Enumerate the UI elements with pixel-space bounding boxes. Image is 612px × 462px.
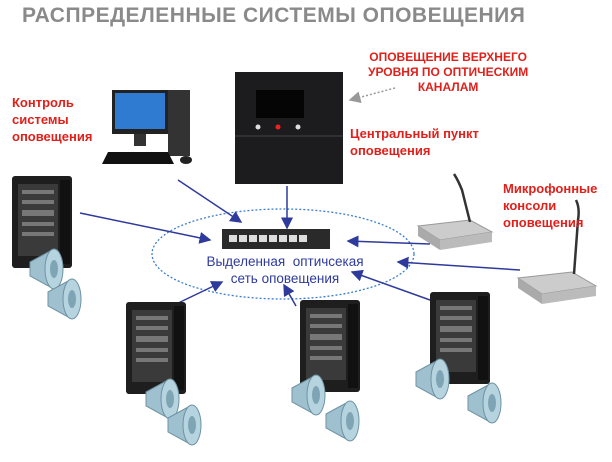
label-central: Центральный пункт оповещения xyxy=(350,125,479,159)
label-line: Центральный пункт xyxy=(350,126,479,141)
microphone-console-2 xyxy=(516,199,598,304)
label-line: оповещения xyxy=(350,143,431,158)
network-switch xyxy=(222,229,330,249)
label-line: консоли xyxy=(503,198,557,213)
label-line: Контроль xyxy=(12,95,74,110)
label-microphones: Микрофонные консоли оповещения xyxy=(503,180,597,231)
cabinet-left xyxy=(12,176,82,320)
computer xyxy=(102,90,192,164)
label-line: системы xyxy=(12,112,69,127)
label-line: оповещения xyxy=(503,215,584,230)
label-control: Контроль системы оповещения xyxy=(12,94,92,145)
label-line: Микрофонные xyxy=(503,181,598,196)
label-line: ОПОВЕЩЕНИЕ ВЕРХНЕГО xyxy=(369,50,527,64)
label-line: оповещения xyxy=(12,129,93,144)
network-ellipse xyxy=(151,208,415,300)
cabinet-bottom-left xyxy=(126,302,202,446)
label-line: УРОВНЯ ПО ОПТИЧЕСКИМ xyxy=(368,65,529,79)
central-unit xyxy=(235,72,343,184)
label-line: сеть оповещения xyxy=(230,271,340,286)
page-title: РАСПРЕДЕЛЕННЫЕ СИСТЕМЫ ОПОВЕЩЕНИЯ xyxy=(22,4,526,27)
label-line: КАНАЛАМ xyxy=(417,80,479,94)
connection-arrows xyxy=(79,179,521,307)
label-network: Выделенная оптичсекая сеть оповещения xyxy=(200,253,370,287)
microphone-console-1 xyxy=(416,173,494,250)
cabinet-right xyxy=(415,292,502,424)
label-line: Выделенная оптичсекая xyxy=(206,254,364,269)
cabinet-bottom-center xyxy=(291,300,360,442)
